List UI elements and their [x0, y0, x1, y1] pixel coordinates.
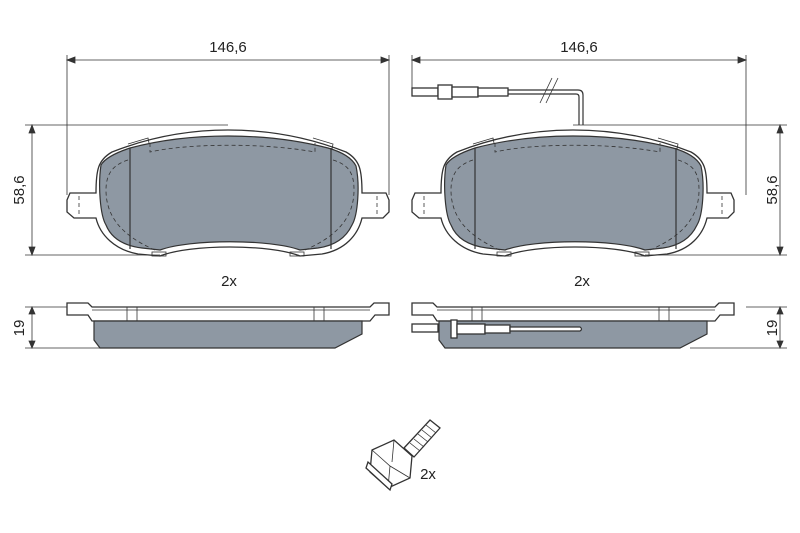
front-view-pad-right [411, 129, 735, 257]
wear-sensor-wire [411, 77, 584, 125]
quantity-label-left: 2x [221, 273, 237, 290]
width-dimension-right: 146,6 [560, 39, 598, 56]
quantity-label-bolt: 2x [420, 466, 436, 483]
width-dimension-left: 146,6 [209, 39, 247, 56]
thickness-dimension-left: 19 [11, 320, 28, 337]
quantity-label-right: 2x [574, 273, 590, 290]
side-view-pad-left [66, 302, 390, 349]
front-view-pad-left [66, 129, 390, 257]
bolt [365, 419, 441, 492]
dimension-lines [25, 55, 787, 350]
thickness-dimension-right: 19 [764, 320, 781, 337]
height-dimension-right: 58,6 [764, 175, 781, 204]
height-dimension-left: 58,6 [11, 175, 28, 204]
wear-sensor-wire-side [411, 319, 583, 339]
